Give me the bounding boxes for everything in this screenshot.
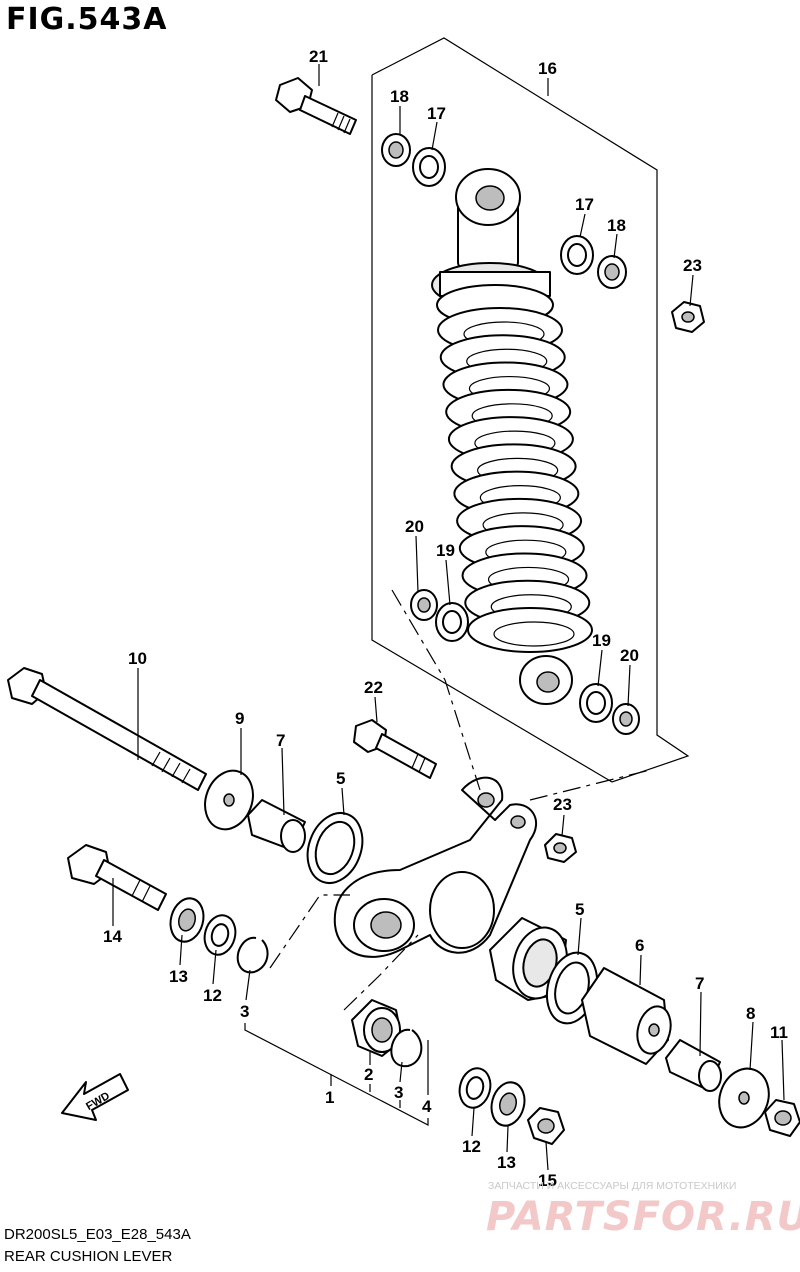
callout-3-left: 3 (240, 1002, 249, 1021)
spring-coil (467, 607, 593, 653)
callout-17-top: 17 (427, 104, 446, 123)
callout-1: 1 (325, 1088, 334, 1107)
washer-9 (204, 769, 254, 831)
callout-13-left: 13 (169, 967, 188, 986)
callout-13-right: 13 (497, 1153, 516, 1172)
cushion-lever-1 (333, 776, 537, 958)
callout-4: 4 (422, 1097, 432, 1116)
callout-22: 22 (364, 678, 383, 697)
seal-19-right (579, 683, 613, 723)
seal-17-right (560, 235, 594, 275)
callout-23-top: 23 (683, 256, 702, 275)
bearing-2 (351, 999, 403, 1057)
callout-19-left: 19 (436, 541, 455, 560)
nut-23-bottom (544, 833, 577, 863)
callout-21: 21 (309, 47, 328, 66)
spring-coil-inner (493, 621, 575, 647)
bolt-22 (353, 719, 437, 779)
nut-11 (764, 1099, 800, 1137)
callout-17-right: 17 (575, 195, 594, 214)
seal-12-left (203, 914, 237, 956)
bushing-18-right (597, 255, 627, 289)
nut-23-top (671, 301, 705, 333)
fwd-arrow: FWD (61, 1073, 129, 1121)
callout-2: 2 (364, 1065, 373, 1084)
bushing-18-top (381, 133, 411, 167)
callout-5-right: 5 (575, 900, 584, 919)
callout-11: 11 (770, 1023, 788, 1042)
callout-3-right: 3 (394, 1083, 403, 1102)
callout-14: 14 (103, 927, 122, 946)
callout-5-left: 5 (336, 769, 345, 788)
callout-20-right: 20 (620, 646, 639, 665)
callout-20-left: 20 (405, 517, 424, 536)
washer-20-left (410, 589, 438, 621)
shock-group-frame (371, 37, 690, 783)
diagram-caption: REAR CUSHION LEVER (4, 1248, 173, 1265)
watermark-tagline: ЗАПЧАСТИ И АКСЕССУАРЫ ДЛЯ МОТОТЕХНИКИ (488, 1180, 737, 1192)
center-lines (269, 589, 651, 1011)
callout-7-left: 7 (276, 731, 285, 750)
bolt-21 (275, 77, 357, 135)
collar-7-right (665, 1039, 722, 1092)
callout-12-right: 12 (462, 1137, 481, 1156)
callout-6: 6 (635, 936, 644, 955)
callout-12-left: 12 (203, 986, 222, 1005)
seal-12-right (458, 1067, 492, 1109)
circlip-3-left (236, 936, 269, 974)
callout-23-bottom: 23 (553, 795, 572, 814)
callout-labels: 21 16 18 17 17 18 23 20 19 19 20 10 22 9… (103, 47, 788, 1190)
washer-13-left (169, 897, 205, 943)
callout-16: 16 (538, 59, 557, 78)
callout-9: 9 (235, 709, 244, 728)
callout-7-right: 7 (695, 974, 704, 993)
nut-15 (527, 1107, 565, 1145)
rear-shock-absorber (431, 168, 593, 705)
washer-8 (718, 1067, 770, 1129)
washer-20-right (612, 703, 640, 735)
bolt-14 (67, 844, 167, 911)
callout-10: 10 (128, 649, 147, 668)
seal-5-left (306, 812, 364, 884)
collar-7-left (247, 799, 306, 853)
callout-15: 15 (538, 1171, 557, 1190)
seal-17-top (412, 147, 446, 187)
washer-13-right (490, 1081, 526, 1127)
spacer-6 (581, 967, 672, 1065)
figure-title: FIG.543A (6, 2, 168, 37)
callout-19-right: 19 (592, 631, 611, 650)
leader-lines (112, 64, 785, 1171)
callout-18-right: 18 (607, 216, 626, 235)
callout-18-top: 18 (390, 87, 409, 106)
circlip-3-right (390, 1028, 423, 1068)
watermark-brand: PARTSFOR.RU (486, 1194, 800, 1240)
bolt-10 (7, 667, 207, 791)
seal-19-left (435, 602, 469, 642)
callout-8: 8 (746, 1004, 755, 1023)
needle-bearing-4 (489, 917, 568, 1001)
diagram-code: DR200SL5_E03_E28_543A (4, 1226, 191, 1243)
